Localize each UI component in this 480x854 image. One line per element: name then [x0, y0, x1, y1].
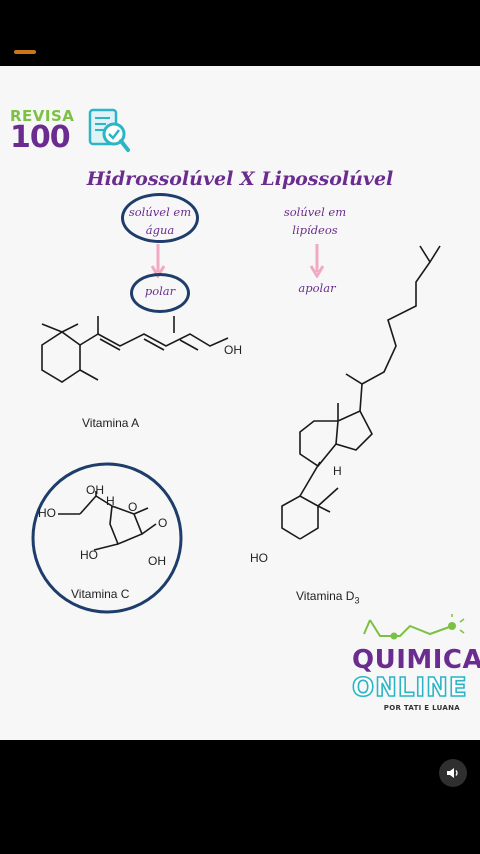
polar-oval: [130, 273, 190, 313]
vitamin-c-circle: [31, 462, 183, 614]
right-label-bottom: lipídeos: [292, 223, 338, 237]
chemical-structures: [31, 245, 441, 614]
bottom-bar: [0, 740, 480, 854]
top-bar: [0, 0, 480, 66]
h-vitamin-c: H: [106, 494, 115, 508]
vitamin-c-structure: [58, 491, 157, 551]
h-vitamin-d: H: [333, 464, 342, 478]
right-label-top: solúvel em: [283, 205, 347, 219]
oh-top-vitamin-c: OH: [86, 483, 104, 497]
progress-indicator: [14, 50, 36, 54]
document-magnifier-icon: [88, 108, 130, 152]
vitamin-a-structure: [41, 316, 229, 383]
ho-left-vitamin-c: HO: [38, 506, 56, 520]
left-label-top: solúvel em: [128, 205, 192, 219]
brand-number-text: 100: [10, 120, 71, 155]
post-image: REVISA 100 Hidrossolúvel X Lipossolúvel …: [0, 66, 480, 740]
molecule-logo-icon: [363, 614, 465, 640]
logo-line-1: QUIMICA: [352, 645, 480, 675]
ho-bottom-vitamin-c: HO: [80, 548, 98, 562]
ho-vitamin-d: HO: [250, 551, 268, 565]
left-label-bottom: água: [145, 223, 175, 237]
slide-title: Hidrossolúvel X Lipossolúvel: [86, 168, 394, 190]
revisa-100-logo: REVISA 100: [10, 107, 130, 155]
polar-label: polar: [144, 284, 176, 298]
brand-top-text: REVISA: [10, 107, 75, 125]
logo-line-2: ONLINE: [351, 673, 468, 703]
sound-toggle-button[interactable]: [439, 759, 467, 787]
speaker-icon: [447, 768, 458, 778]
vitamin-a-label: Vitamina A: [82, 416, 140, 430]
vitamin-d-text: Vitamina D: [296, 589, 355, 603]
vitamin-d3-structure: [281, 245, 441, 540]
quimica-online-logo: QUIMICA ONLINE POR TATI E LUANA: [351, 645, 480, 712]
o-ring-vitamin-c: O: [128, 500, 138, 514]
o-keto-vitamin-c: O: [158, 516, 168, 530]
vitamin-d-label: Vitamina D3: [296, 589, 360, 605]
oh-vitamin-a: OH: [224, 343, 242, 357]
vitamin-d-subscript: 3: [354, 595, 360, 606]
right-arrow: [310, 244, 324, 278]
apolar-label: apolar: [298, 281, 336, 295]
oh-bottom-vitamin-c: OH: [148, 554, 166, 568]
vitamin-c-label: Vitamina C: [71, 587, 130, 601]
soluvel-agua-oval: [121, 193, 199, 243]
logo-line-3: POR TATI E LUANA: [383, 704, 460, 712]
